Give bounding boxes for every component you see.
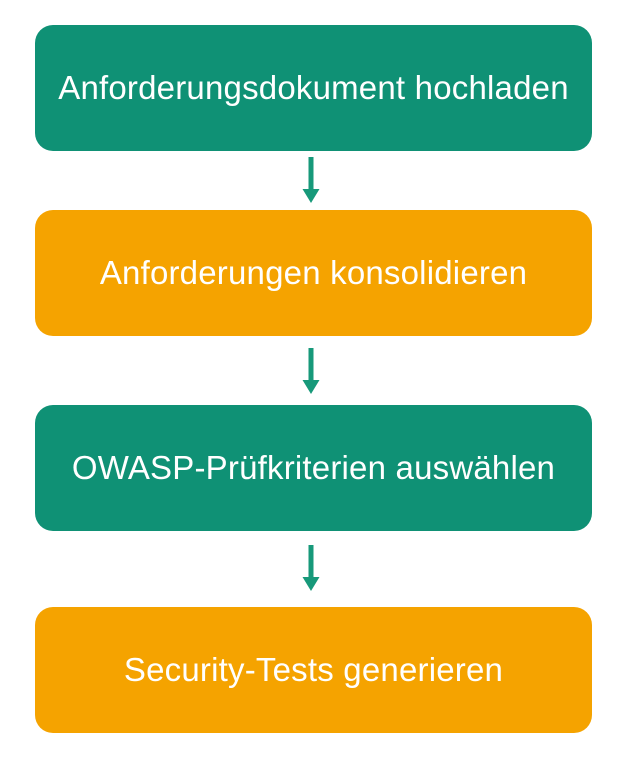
- step-box-generate-security-tests: Security-Tests generieren: [35, 607, 592, 733]
- down-arrow-icon: [302, 545, 320, 591]
- down-arrow-icon: [302, 157, 320, 203]
- step-label: Anforderungsdokument hochladen: [58, 69, 569, 106]
- step-label: OWASP-Prüfkriterien auswählen: [71, 449, 556, 486]
- step-box-consolidate-requirements: Anforderungen konsolidieren: [35, 210, 592, 336]
- down-arrow-icon: [302, 348, 320, 394]
- step-box-upload-requirements: Anforderungsdokument hochladen: [35, 25, 592, 151]
- step-box-select-owasp-criteria: OWASP-Prüfkriterien auswählen: [35, 405, 592, 531]
- step-label: Security-Tests generieren: [123, 651, 504, 688]
- step-label: Anforderungen konsolidieren: [99, 254, 528, 291]
